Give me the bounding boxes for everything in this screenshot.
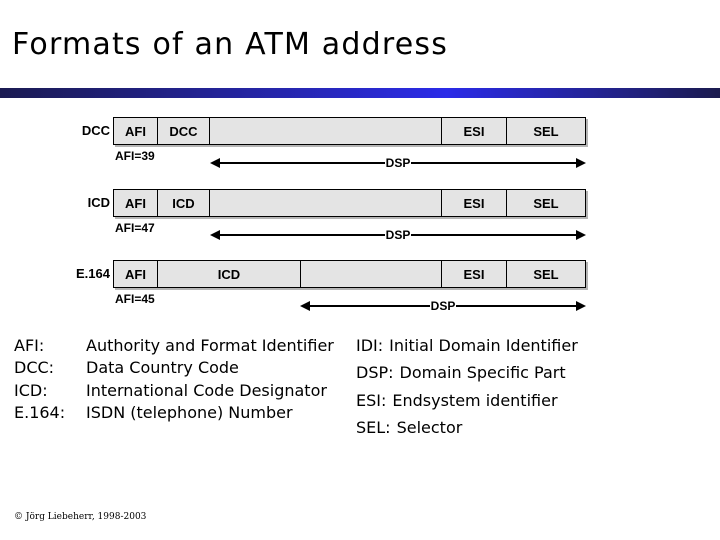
arrow-line-right bbox=[411, 234, 576, 236]
field-afi: AFI bbox=[114, 190, 158, 216]
arrow-head-right-icon bbox=[576, 158, 586, 168]
field-esi: ESI bbox=[442, 261, 507, 287]
legend-term: ESI: bbox=[356, 390, 387, 410]
legend-item-afi: AFI: Authority and Format Identifier bbox=[14, 336, 354, 356]
arrow-head-right-icon bbox=[576, 230, 586, 240]
field-sel: SEL bbox=[507, 261, 585, 287]
dsp-span-arrow-dcc: DSP bbox=[210, 155, 586, 171]
field-sel: SEL bbox=[507, 190, 585, 216]
legend-definition: Selector bbox=[396, 418, 463, 438]
field-icd: ICD bbox=[158, 261, 301, 287]
legend-item-sel: SEL: Selector bbox=[356, 418, 716, 438]
field-dcc: DCC bbox=[158, 118, 210, 144]
field-afi: AFI bbox=[114, 261, 158, 287]
legend-term: E.164: bbox=[14, 403, 66, 423]
afi-value-note-icd: AFI=47 bbox=[115, 221, 155, 235]
legend-definition: Domain Specific Part bbox=[399, 363, 566, 383]
legend-definition: ISDN (telephone) Number bbox=[86, 403, 293, 423]
legend-item-dsp: DSP: Domain Specific Part bbox=[356, 363, 716, 383]
afi-value-note-dcc: AFI=39 bbox=[115, 149, 155, 163]
legend-definition: International Code Designator bbox=[86, 380, 327, 400]
dsp-label-dcc: DSP bbox=[385, 156, 411, 170]
arrow-head-left-icon bbox=[300, 301, 310, 311]
row-label-icd: ICD bbox=[87, 195, 110, 210]
legend-item-esi: ESI: Endsystem identifier bbox=[356, 391, 716, 411]
legend-item-dcc: DCC: Data Country Code bbox=[14, 358, 354, 378]
field-afi: AFI bbox=[114, 118, 158, 144]
field-icd: ICD bbox=[158, 190, 210, 216]
row-label-dcc: DCC bbox=[81, 123, 110, 138]
arrow-head-left-icon bbox=[210, 230, 220, 240]
afi-value-note-e164: AFI=45 bbox=[115, 292, 155, 306]
legend-item-icd: ICD: International Code Designator bbox=[14, 381, 354, 401]
field-hosp bbox=[210, 190, 442, 216]
arrow-line-right bbox=[411, 162, 576, 164]
field-hosp bbox=[210, 118, 442, 144]
field-esi: ESI bbox=[442, 118, 507, 144]
legend-term: ICD: bbox=[14, 380, 48, 400]
title-divider-bar bbox=[0, 88, 720, 98]
arrow-head-left-icon bbox=[210, 158, 220, 168]
field-strip-dcc: AFI DCC ESI SEL bbox=[113, 117, 586, 145]
format-row-icd: ICD AFI ICD ESI SEL AFI=47 DSP bbox=[0, 177, 720, 249]
legend-item-e164: E.164: ISDN (telephone) Number bbox=[14, 403, 354, 423]
arrow-head-right-icon bbox=[576, 301, 586, 311]
row-label-e164: E.164 bbox=[76, 266, 110, 281]
legend-definition: Initial Domain Identifier bbox=[389, 336, 578, 355]
legend-term: AFI: bbox=[14, 336, 45, 355]
dsp-span-arrow-icd: DSP bbox=[210, 227, 586, 243]
legend-item-idi: IDI: Initial Domain Identifier bbox=[356, 336, 716, 356]
legend-term: DSP: bbox=[356, 363, 394, 383]
field-strip-icd: AFI ICD ESI SEL bbox=[113, 189, 586, 217]
format-row-dcc: DCC AFI DCC ESI SEL AFI=39 DSP bbox=[0, 105, 720, 177]
field-esi: ESI bbox=[442, 190, 507, 216]
dsp-span-arrow-e164: DSP bbox=[300, 298, 586, 314]
arrow-line-left bbox=[220, 234, 385, 236]
abbreviation-legend: AFI: Authority and Format Identifier DCC… bbox=[0, 336, 720, 501]
legend-term: DCC: bbox=[14, 358, 55, 378]
field-strip-e164: AFI ICD ESI SEL bbox=[113, 260, 586, 288]
legend-definition: Authority and Format Identifier bbox=[86, 336, 334, 355]
format-row-e164: E.164 AFI ICD ESI SEL AFI=45 DSP bbox=[0, 248, 720, 320]
page-title: Formats of an ATM address bbox=[12, 27, 449, 62]
field-hosp bbox=[301, 261, 442, 287]
legend-definition: Endsystem identifier bbox=[392, 390, 558, 410]
legend-column-left: AFI: Authority and Format Identifier DCC… bbox=[14, 336, 354, 426]
dsp-label-icd: DSP bbox=[385, 228, 411, 242]
atm-address-format-diagram: DCC AFI DCC ESI SEL AFI=39 DSP ICD AFI I… bbox=[0, 105, 720, 320]
field-sel: SEL bbox=[507, 118, 585, 144]
legend-term: SEL: bbox=[356, 418, 391, 438]
dsp-label-e164: DSP bbox=[430, 299, 456, 313]
legend-column-right: IDI: Initial Domain Identifier DSP: Doma… bbox=[356, 336, 716, 446]
arrow-line-left bbox=[220, 162, 385, 164]
arrow-line-right bbox=[456, 305, 576, 307]
legend-term: IDI: bbox=[356, 336, 384, 355]
arrow-line-left bbox=[310, 305, 430, 307]
legend-definition: Data Country Code bbox=[86, 358, 239, 378]
copyright-footer: © Jörg Liebeherr, 1998-2003 bbox=[14, 512, 147, 522]
